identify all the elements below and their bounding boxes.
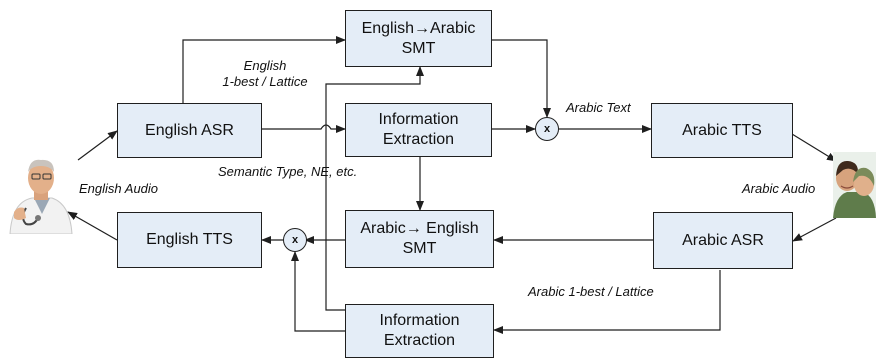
- arabic-lattice-label: Arabic 1-best / Lattice: [528, 284, 654, 299]
- label-line: English: [243, 58, 287, 73]
- english-tts-box: English TTS: [117, 212, 262, 268]
- box-line: Information: [379, 312, 460, 329]
- arabic-tts-box: Arabic TTS: [651, 103, 793, 158]
- arabic-text-label: Arabic Text: [566, 100, 631, 115]
- box-line: Arabic ASR: [682, 231, 764, 249]
- box-line: SMT: [402, 240, 437, 257]
- box-line: English TTS: [146, 231, 233, 248]
- asr-to-ie-line: [262, 124, 346, 133]
- box-line: English→Arabic: [361, 19, 476, 37]
- asr-to-smt-line: [182, 36, 346, 103]
- arabic-audio-label: Arabic Audio: [742, 181, 816, 196]
- box-line: English ASR: [145, 121, 234, 139]
- arabic-asr-box: Arabic ASR: [653, 212, 793, 269]
- asr-to-ie2-line: [493, 270, 721, 334]
- multiplier-bottom: x: [283, 228, 307, 252]
- information-extraction-top-box: Information Extraction: [345, 103, 492, 157]
- tts2-to-listener-line: [67, 211, 118, 241]
- speaker-to-asr2-line: [77, 130, 118, 161]
- arabic-english-smt-box: Arabic→ English SMT: [345, 210, 494, 268]
- english-asr-box: English ASR: [117, 103, 262, 158]
- box-line: Arabic→ English: [360, 220, 479, 237]
- ie2-feedback-line: [325, 66, 424, 311]
- box-line: Extraction: [382, 131, 455, 148]
- tts-to-listener-line: [791, 133, 837, 162]
- english-speaker-photo: [9, 159, 73, 234]
- box-line: SMT: [401, 39, 436, 57]
- english-lattice-label: English 1-best / Lattice: [200, 58, 330, 90]
- ie2-to-mult-line: [291, 251, 345, 332]
- box-line: Information: [378, 111, 459, 128]
- semantic-type-label: Semantic Type, NE, etc.: [218, 164, 358, 179]
- english-arabic-smt-box: English→Arabic SMT: [345, 10, 492, 67]
- information-extraction-bottom-box: Information Extraction: [345, 304, 494, 358]
- box-line: Extraction: [383, 332, 456, 349]
- box-line: Arabic TTS: [682, 121, 762, 139]
- english-audio-label: English Audio: [79, 181, 159, 196]
- multiplier-top: x: [535, 117, 559, 141]
- label-line: 1-best / Lattice: [222, 74, 308, 89]
- smt-to-mult-line: [492, 39, 551, 118]
- arabic-speakers-photo: [833, 152, 876, 218]
- speaker-to-asr-line: [792, 217, 837, 242]
